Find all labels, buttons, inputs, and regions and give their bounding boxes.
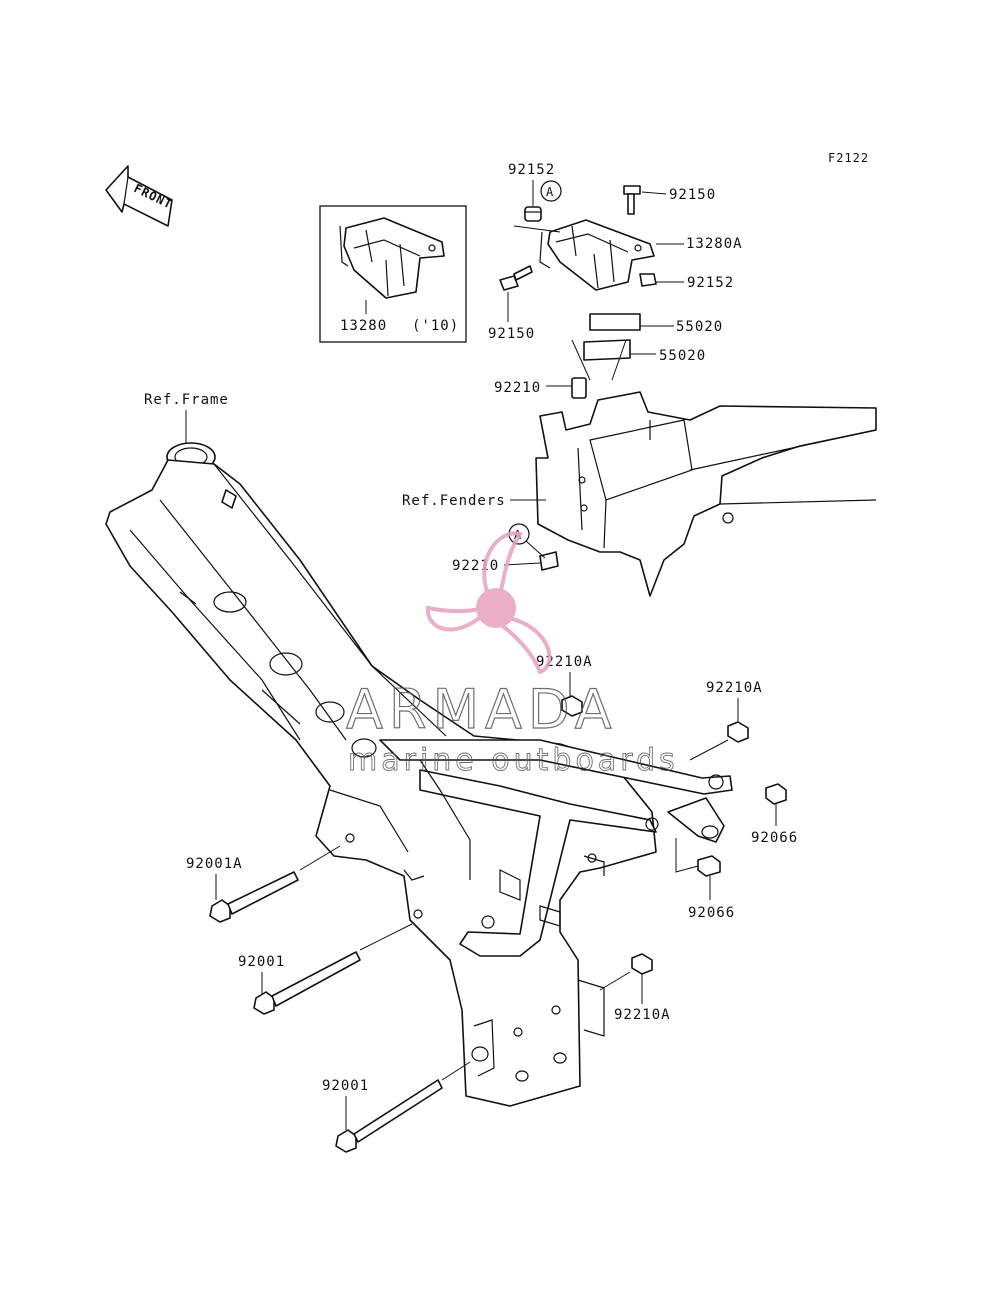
label-92210A-right: 92210A: [706, 680, 763, 696]
watermark: ARMADA marine outboards: [345, 531, 679, 778]
label-92210A-low: 92210A: [614, 1007, 671, 1023]
inset-box: 13280 ('10): [319, 205, 467, 343]
bolt-92001-low: [335, 1079, 443, 1153]
front-arrow-icon: [105, 165, 173, 227]
label-55020-a: 55020: [676, 319, 723, 335]
figure-code: F2122: [828, 151, 869, 165]
cap-92066-low: [697, 855, 721, 877]
label-92066-low: 92066: [688, 905, 735, 921]
label-55020-b: 55020: [659, 348, 706, 364]
cap-92066-right: [765, 783, 787, 805]
label-92152-top: 92152: [508, 162, 555, 178]
watermark-brand: ARMADA: [346, 678, 618, 741]
label-92150-top: 92150: [669, 187, 716, 203]
nut-92210A-mid: [561, 695, 583, 717]
label-92210-top: 92210: [494, 380, 541, 396]
label-ref-fenders: Ref.Fenders: [402, 493, 506, 509]
pad-55020-a: [589, 313, 641, 331]
pad-55020-b: [583, 339, 631, 361]
label-92150-left: 92150: [488, 326, 535, 342]
collar-92152-right: [639, 273, 657, 287]
bolt-92150-left: [499, 265, 533, 291]
propeller-logo-icon: [425, 531, 552, 675]
label-92001-low: 92001: [322, 1078, 369, 1094]
label-92152-right: 92152: [687, 275, 734, 291]
label-13280A: 13280A: [686, 236, 743, 252]
label-92001-mid: 92001: [238, 954, 285, 970]
inset-part-number: 13280: [340, 318, 387, 334]
bolt-92001-mid: [253, 951, 361, 1015]
nut-92210A-right: [727, 721, 749, 743]
inset-bracket-illustration: [339, 217, 445, 299]
callout-marker-a-top: A: [540, 180, 562, 202]
clip-92210-top: [571, 377, 587, 399]
clip-92210-low: [539, 551, 559, 571]
bolt-92001A: [209, 871, 299, 923]
bracket-13280A: [539, 219, 655, 291]
label-92210-low: 92210: [452, 558, 499, 574]
main-frame: [105, 442, 733, 1107]
watermark-tagline: marine outboards: [348, 743, 679, 778]
bolt-92150-top: [623, 185, 641, 215]
nut-92210A-low: [631, 953, 653, 975]
label-92001A: 92001A: [186, 856, 243, 872]
label-92066-right: 92066: [751, 830, 798, 846]
fender-assembly: [535, 391, 877, 597]
label-ref-frame: Ref.Frame: [144, 392, 229, 408]
collar-92152-top: [524, 206, 542, 222]
svg-text:A: A: [546, 185, 554, 199]
inset-year-note: ('10): [412, 318, 459, 334]
